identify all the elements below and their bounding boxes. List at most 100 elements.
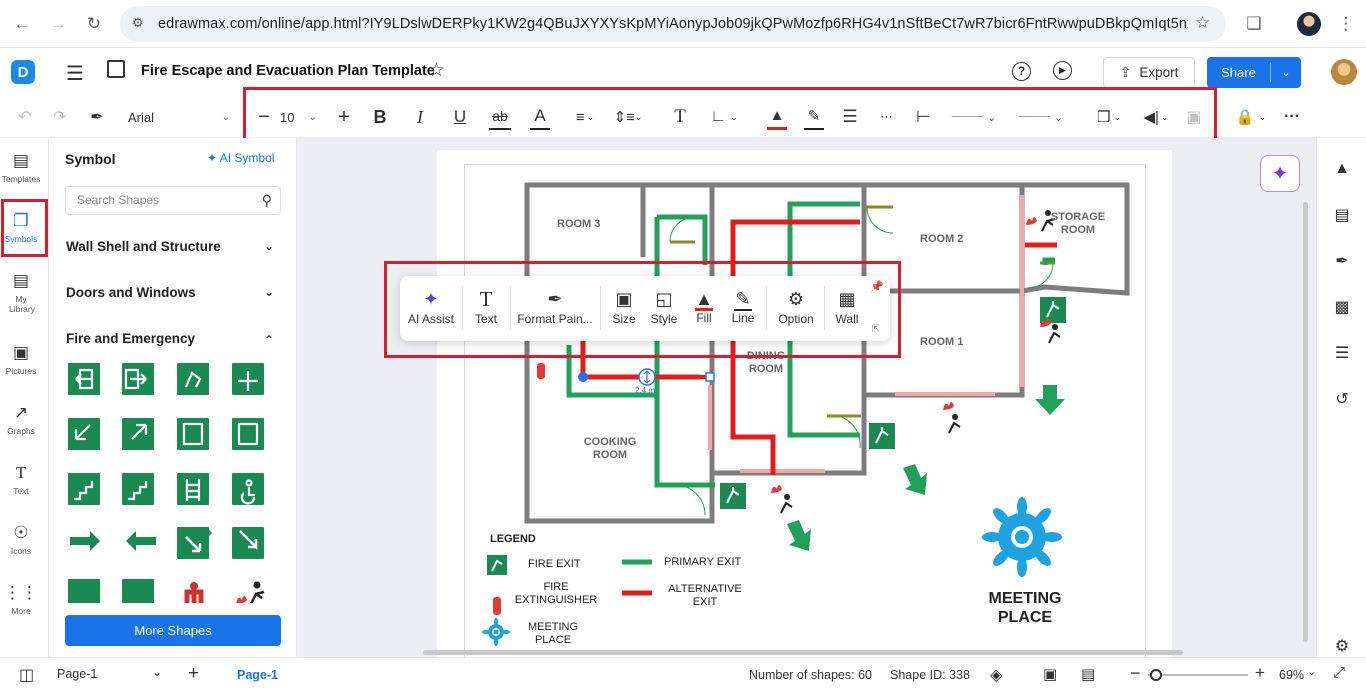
dash-style-icon[interactable]: ⋯ <box>880 109 893 124</box>
bookmark-star-icon[interactable]: ☆ <box>1195 13 1211 32</box>
underline-icon[interactable]: U <box>453 107 467 126</box>
lock-icon[interactable]: 🔒⌄ <box>1235 109 1267 126</box>
horizontal-scrollbar[interactable] <box>423 650 1183 655</box>
bold-icon[interactable]: B <box>373 106 387 127</box>
format-painter-button[interactable]: ✒ Format Pain... <box>516 286 594 326</box>
floor-plan[interactable]: ROOM 3 ROOM 2 STORAGE ROOM ROOM 1 DINING… <box>464 164 1146 657</box>
page-panel-icon[interactable]: ◫ <box>19 667 35 684</box>
chevron-down-icon[interactable]: ⌄ <box>1307 666 1317 678</box>
text-tool-icon[interactable]: T <box>674 106 686 127</box>
page-setup-icon[interactable]: ▤ <box>1334 207 1350 224</box>
font-color-icon[interactable]: A <box>530 104 550 130</box>
style-panel-icon[interactable]: ✒ <box>1335 253 1349 270</box>
increase-font-icon[interactable]: + <box>338 105 350 128</box>
group-icon[interactable]: ▣ <box>1186 109 1202 126</box>
floor-plan-svg[interactable] <box>465 165 1147 657</box>
rail-graphs[interactable]: ↗ Graphs <box>0 404 42 437</box>
wall-button[interactable]: ▦ Wall <box>828 286 866 326</box>
search-icon[interactable]: ⚲ <box>261 192 272 208</box>
rail-icons[interactable]: ☉ Icons <box>0 524 42 557</box>
forward-arrow-icon[interactable]: → <box>49 14 67 33</box>
decrease-font-icon[interactable]: − <box>258 105 270 128</box>
redo-icon[interactable]: ↷ <box>53 109 67 126</box>
line-color-icon[interactable]: ✎ <box>804 104 824 130</box>
font-family-select[interactable]: Arial ⌄ <box>120 103 236 131</box>
search-input[interactable] <box>77 193 247 207</box>
shadow-icon[interactable]: ❐⌄ <box>1097 109 1121 126</box>
format-brush-icon[interactable]: ✒ <box>90 109 104 126</box>
browser-profile-avatar[interactable] <box>1297 12 1321 36</box>
zoom-slider-thumb[interactable] <box>1150 669 1162 681</box>
arrow-style-icon[interactable]: ⊢ <box>916 109 930 126</box>
reload-icon[interactable]: ↻ <box>86 14 102 33</box>
drawing-page[interactable]: ROOM 3 ROOM 2 STORAGE ROOM ROOM 1 DINING… <box>437 150 1172 657</box>
address-bar[interactable]: ⚙ edrawmax.com/online/app.html?IY9LDslwD… <box>120 6 1226 42</box>
presentation-icon[interactable]: ▩ <box>1334 299 1350 316</box>
end-arrow-select[interactable]: ────⌄ <box>1018 111 1064 124</box>
fill-panel-icon[interactable]: ▲ <box>1334 160 1350 177</box>
ai-symbol-link[interactable]: ✦ AI Symbol <box>207 151 274 165</box>
zoom-out-icon[interactable]: − <box>1130 663 1141 683</box>
line-button[interactable]: ✎ Line <box>726 286 760 325</box>
rail-templates[interactable]: ▤ Templates <box>0 152 42 185</box>
strikethrough-icon[interactable]: ab <box>489 104 511 130</box>
pin-icon[interactable]: 📌 <box>870 281 884 293</box>
fill-color-icon[interactable]: ▲ <box>767 104 787 130</box>
zoom-in-icon[interactable]: + <box>1255 663 1265 682</box>
favorite-star-icon[interactable]: ☆ <box>428 60 446 81</box>
rail-symbols[interactable]: ❐ Symbols <box>0 212 42 245</box>
save-icon[interactable] <box>107 60 125 78</box>
history-icon[interactable]: ↺ <box>1335 391 1349 408</box>
category-fire-emergency[interactable]: Fire and Emergency ⌃ <box>66 331 280 347</box>
vertical-scrollbar[interactable] <box>1303 202 1308 642</box>
canvas-area[interactable]: ROOM 3 ROOM 2 STORAGE ROOM ROOM 1 DINING… <box>297 138 1316 657</box>
hamburger-menu-icon[interactable]: ☰ <box>66 63 84 85</box>
rail-my-library[interactable]: ▤ My Library <box>0 272 42 315</box>
extensions-icon[interactable]: ❏ <box>1246 14 1262 33</box>
share-button[interactable]: Share ⌄ <box>1207 57 1301 88</box>
option-button[interactable]: ⚙ Option <box>772 286 820 326</box>
search-shapes-box[interactable]: ⚲ <box>65 186 281 215</box>
export-button[interactable]: ⇪ Export <box>1103 57 1195 88</box>
rail-text[interactable]: T Text <box>0 464 42 497</box>
zoom-slider[interactable] <box>1148 669 1248 681</box>
fill-button[interactable]: ▲ Fill <box>688 286 720 325</box>
add-page-icon[interactable]: + <box>188 663 200 684</box>
text-button[interactable]: T Text <box>466 286 506 326</box>
settings-list-icon[interactable]: ⚙ <box>1334 638 1350 655</box>
ai-assist-button[interactable]: ✦ AI Assist <box>406 286 456 326</box>
begin-arrow-select[interactable]: ────⌄ <box>951 111 997 124</box>
category-doors-windows[interactable]: Doors and Windows ⌄ <box>66 285 280 300</box>
browser-menu-icon[interactable]: ⋮ <box>1337 14 1355 33</box>
user-avatar[interactable] <box>1331 59 1357 85</box>
focus-icon[interactable]: ▣ <box>1043 666 1058 683</box>
more-shapes-button[interactable]: More Shapes <box>65 615 281 646</box>
notes-icon[interactable]: ☰ <box>1334 345 1350 362</box>
resize-handle-icon[interactable]: ⇱ <box>872 324 881 335</box>
map-icon[interactable]: ▤ <box>1081 666 1096 683</box>
play-icon[interactable]: ▶ <box>1053 61 1072 80</box>
help-icon[interactable]: ? <box>1012 62 1031 81</box>
share-dropdown-icon[interactable]: ⌄ <box>1281 67 1291 79</box>
page-tab-active[interactable]: Page-1 <box>237 668 278 682</box>
connector-icon[interactable]: ∟⌄ <box>710 108 738 125</box>
font-size-select[interactable]: 10 ⌄ <box>280 104 320 130</box>
flip-icon[interactable]: ◀|⌄ <box>1143 109 1169 126</box>
edraw-logo-icon[interactable]: D <box>11 60 35 84</box>
ai-assistant-button[interactable]: ✦ <box>1260 155 1300 192</box>
back-arrow-icon[interactable]: ← <box>13 14 31 33</box>
category-wall-shell[interactable]: Wall Shell and Structure ⌄ <box>66 239 280 254</box>
document-title[interactable]: Fire Escape and Evacuation Plan Template <box>141 63 435 79</box>
fire-emergency-shape-grid[interactable] <box>66 361 280 603</box>
style-button[interactable]: ◱ Style <box>644 286 684 326</box>
line-spacing-icon[interactable]: ⇕≡⌄ <box>613 109 643 126</box>
page-select[interactable]: Page-1 ⌄ <box>52 663 170 687</box>
more-options-icon[interactable]: ··· <box>1284 108 1300 125</box>
layers-icon[interactable]: ◈ <box>990 667 1003 684</box>
site-settings-icon[interactable]: ⚙ <box>132 15 144 30</box>
undo-icon[interactable]: ↶ <box>18 109 32 126</box>
align-icon[interactable]: ≡⌄ <box>575 108 595 126</box>
line-weight-icon[interactable]: ☰ <box>842 107 858 126</box>
zoom-level[interactable]: 69% <box>1279 668 1305 682</box>
rail-more[interactable]: ⋮⋮ More <box>0 584 42 617</box>
